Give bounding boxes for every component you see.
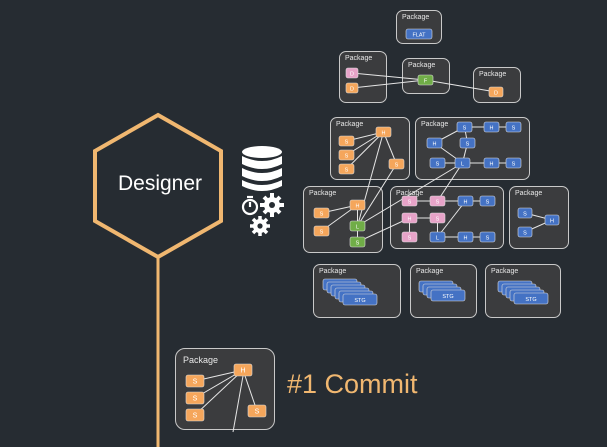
package-label: Package — [396, 190, 424, 197]
package-box: Package — [410, 264, 477, 318]
package-label: Package — [402, 14, 430, 21]
package-box: Package — [396, 10, 442, 44]
package-box: Package — [390, 186, 504, 249]
commit-label: #1 Commit — [287, 369, 418, 399]
package-label: Package — [491, 268, 519, 275]
package-label: Package — [336, 121, 364, 128]
package-label: Package — [309, 190, 337, 197]
package-box: Package — [175, 348, 275, 430]
package-label: Package — [319, 268, 347, 275]
stopwatch-icon — [241, 195, 259, 216]
package-label: Package — [421, 121, 449, 128]
package-box: Package — [339, 51, 387, 103]
gears-icon — [250, 193, 284, 236]
package-label: Package — [408, 62, 436, 69]
package-box: Package — [303, 186, 383, 253]
package-box: Package — [509, 186, 569, 249]
package-box: Package — [313, 264, 401, 318]
package-label: Package — [479, 71, 507, 78]
designer-hexagon — [93, 112, 223, 260]
package-label: Package — [345, 55, 373, 62]
package-label: Package — [183, 355, 219, 365]
database-icon — [242, 146, 282, 191]
package-box: Package — [473, 67, 521, 103]
package-box: Package — [415, 117, 530, 180]
package-box: Package — [330, 117, 410, 180]
designer-label: Designer — [117, 172, 203, 195]
package-label: Package — [515, 190, 543, 197]
package-label: Package — [416, 268, 444, 275]
package-box: Package — [485, 264, 561, 318]
package-box: Package — [402, 58, 450, 94]
